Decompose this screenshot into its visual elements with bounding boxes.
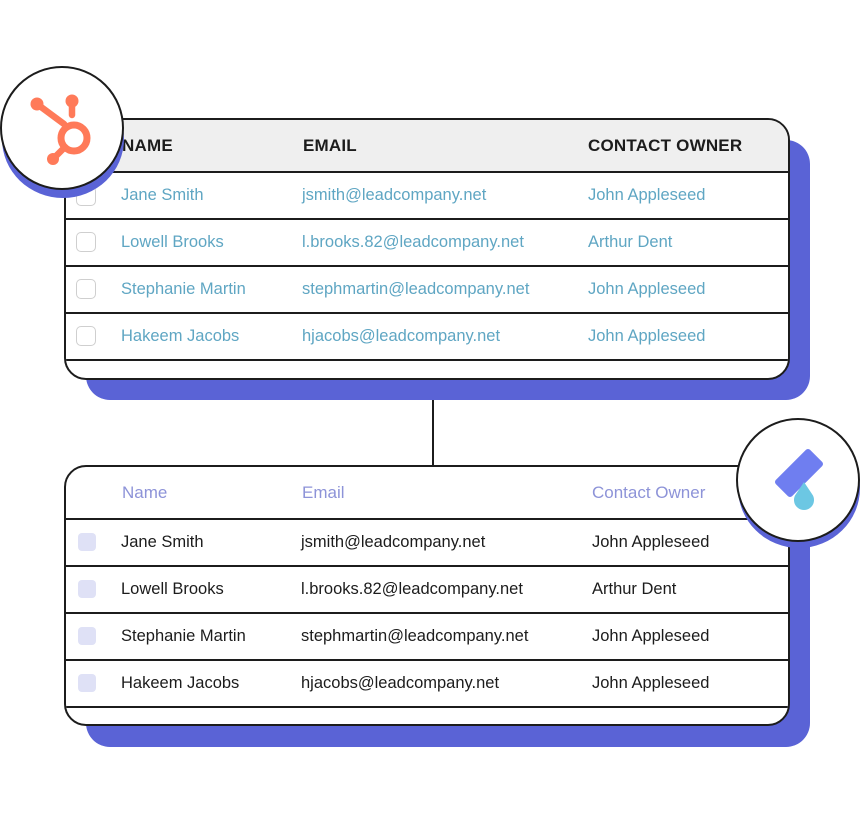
- contact-email[interactable]: jsmith@leadcompany.net: [302, 186, 487, 204]
- contact-owner[interactable]: John Appleseed: [588, 327, 706, 345]
- contact-email[interactable]: stephmartin@leadcompany.net: [301, 627, 529, 645]
- table-row[interactable]: Jane Smith jsmith@leadcompany.net John A…: [66, 520, 788, 567]
- column-header-email: Email: [302, 482, 345, 502]
- app-logo-icon: [775, 449, 823, 510]
- contact-owner[interactable]: Arthur Dent: [592, 580, 677, 598]
- contact-name[interactable]: Jane Smith: [121, 533, 204, 551]
- sync-connector-line: [432, 400, 434, 466]
- contact-owner[interactable]: John Appleseed: [588, 280, 706, 298]
- contact-name[interactable]: Lowell Brooks: [121, 580, 224, 598]
- column-header-contact-owner: Contact Owner: [592, 482, 706, 502]
- target-table-header: Name Email Contact Owner: [66, 467, 788, 520]
- hubspot-sprocket-icon: [30, 94, 91, 165]
- app-badge: [736, 418, 860, 542]
- contact-owner[interactable]: John Appleseed: [592, 627, 710, 645]
- row-checkbox[interactable]: [78, 533, 96, 551]
- table-row[interactable]: Stephanie Martin stephmartin@leadcompany…: [66, 267, 788, 314]
- table-row[interactable]: Stephanie Martin stephmartin@leadcompany…: [66, 614, 788, 661]
- table-row[interactable]: Lowell Brooks l.brooks.82@leadcompany.ne…: [66, 567, 788, 614]
- contact-email[interactable]: l.brooks.82@leadcompany.net: [301, 580, 523, 598]
- contact-email[interactable]: jsmith@leadcompany.net: [301, 533, 486, 551]
- contact-owner[interactable]: John Appleseed: [588, 186, 706, 204]
- hubspot-badge: [0, 66, 124, 190]
- contact-name[interactable]: Stephanie Martin: [121, 627, 246, 645]
- row-checkbox[interactable]: [78, 674, 96, 692]
- contact-email[interactable]: hjacobs@leadcompany.net: [302, 327, 501, 345]
- row-checkbox[interactable]: [76, 279, 96, 299]
- table-row[interactable]: Jane Smith jsmith@leadcompany.net John A…: [66, 173, 788, 220]
- contact-email[interactable]: l.brooks.82@leadcompany.net: [302, 233, 524, 251]
- contact-owner[interactable]: Arthur Dent: [588, 233, 673, 251]
- column-header-email: EMAIL: [303, 135, 357, 155]
- column-header-name: Name: [122, 482, 168, 502]
- contact-owner[interactable]: John Appleseed: [592, 674, 710, 692]
- column-header-contact-owner: CONTACT OWNER: [588, 135, 743, 155]
- contact-email[interactable]: hjacobs@leadcompany.net: [301, 674, 500, 692]
- table-row[interactable]: Lowell Brooks l.brooks.82@leadcompany.ne…: [66, 220, 788, 267]
- source-table-header: NAME EMAIL CONTACT OWNER: [66, 120, 788, 173]
- contact-email[interactable]: stephmartin@leadcompany.net: [302, 280, 530, 298]
- target-table: Name Email Contact Owner Jane Smith jsmi…: [64, 465, 790, 726]
- row-checkbox[interactable]: [78, 627, 96, 645]
- source-table: NAME EMAIL CONTACT OWNER Jane Smith jsmi…: [64, 118, 790, 380]
- row-checkbox[interactable]: [78, 580, 96, 598]
- table-row[interactable]: Hakeem Jacobs hjacobs@leadcompany.net Jo…: [66, 314, 788, 361]
- contact-owner[interactable]: John Appleseed: [592, 533, 710, 551]
- contact-name[interactable]: Hakeem Jacobs: [121, 327, 240, 345]
- contact-name[interactable]: Stephanie Martin: [121, 280, 246, 298]
- contact-name[interactable]: Jane Smith: [121, 186, 204, 204]
- row-checkbox[interactable]: [76, 232, 96, 252]
- contact-name[interactable]: Lowell Brooks: [121, 233, 224, 251]
- row-checkbox[interactable]: [76, 326, 96, 346]
- table-row[interactable]: Hakeem Jacobs hjacobs@leadcompany.net Jo…: [66, 661, 788, 708]
- column-header-name: NAME: [122, 135, 173, 155]
- contact-name[interactable]: Hakeem Jacobs: [121, 674, 240, 692]
